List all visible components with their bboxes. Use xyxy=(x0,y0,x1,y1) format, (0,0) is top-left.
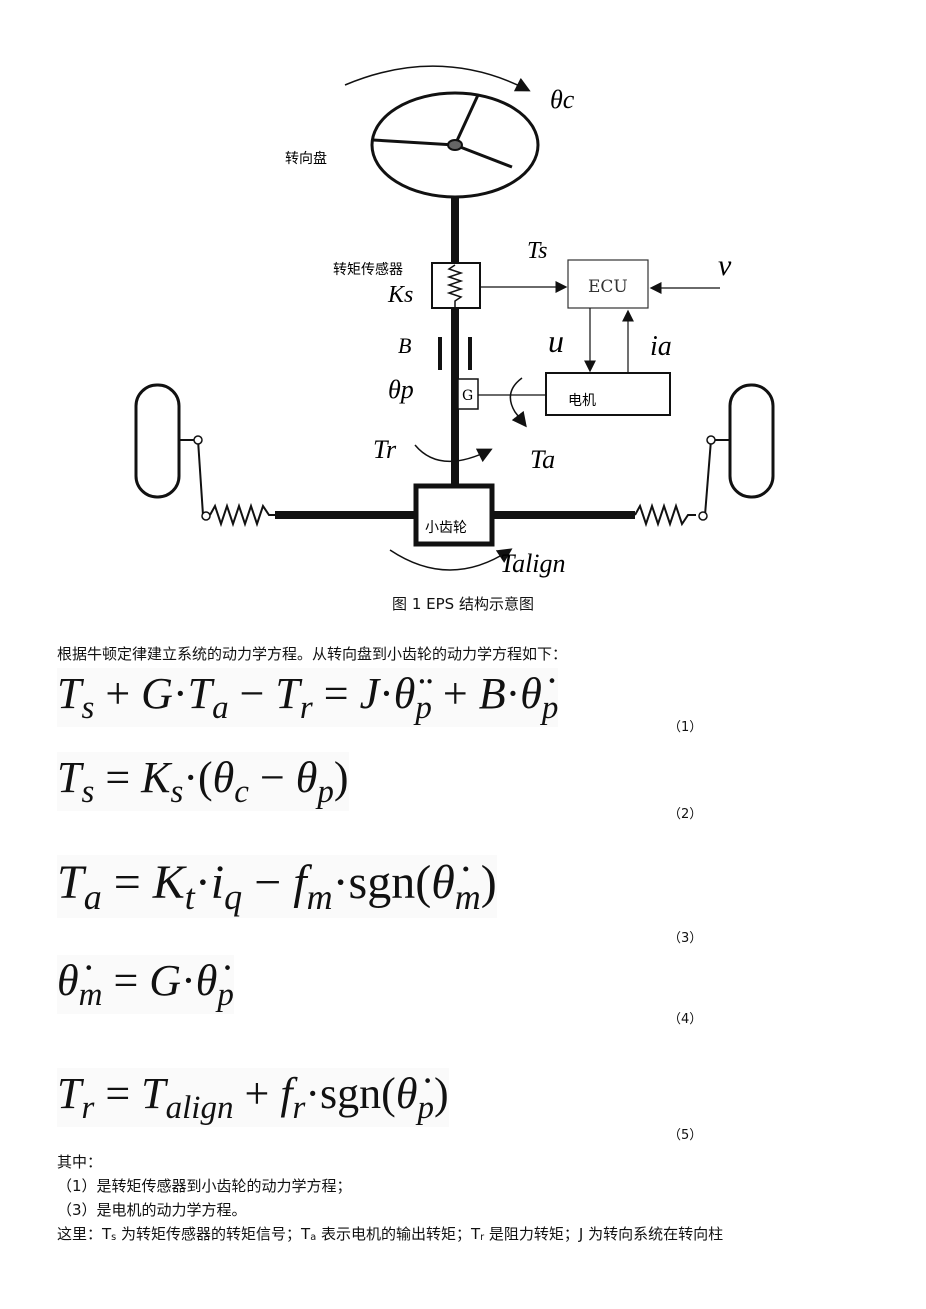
equation-4: θ̇m = G·θ̇p xyxy=(57,955,234,1014)
ta-rotation-arrow xyxy=(509,377,527,428)
equation-number-5: （5） xyxy=(668,1128,703,1143)
gear-box xyxy=(457,378,479,410)
equation-number-1: （1） xyxy=(668,720,703,735)
note-text: 是阻力转矩；J 为转向系统在转向柱 xyxy=(484,1225,724,1243)
label-v: v xyxy=(718,249,732,282)
equation-3: Ta = Kt·iq − fm·sgn(θ̇m) xyxy=(57,855,497,918)
label-b: B xyxy=(398,333,411,358)
note-line-2: （3）是电机的动力学方程。 xyxy=(57,1201,247,1219)
right-wheel xyxy=(698,383,775,521)
equation-number-3: （3） xyxy=(668,931,703,946)
label-ia: ia xyxy=(650,331,672,362)
label-tr: Tr xyxy=(373,435,397,464)
equation-2: Ts = Ks·(θc − θp) xyxy=(57,752,349,811)
torque-sensor-box xyxy=(431,262,481,309)
note-text: 表示电机的输出转矩；T xyxy=(316,1225,481,1243)
pinion-box xyxy=(413,483,495,547)
label-ks: Ks xyxy=(387,282,413,308)
ecu-box xyxy=(567,259,649,309)
theta-c-rotation-arrow xyxy=(344,65,531,92)
label-ecu: ECU xyxy=(588,277,628,297)
equation-1: Ts + G·Ta − Tr = J·θ̈p + B·θ̇p xyxy=(57,668,559,727)
note-text: 为转矩传感器的转矩信号；T xyxy=(116,1225,311,1243)
figure-caption: 图 1 EPS 结构示意图 xyxy=(392,595,534,613)
label-u: u xyxy=(548,323,564,359)
motor-box xyxy=(545,372,671,416)
note-text: 这里：T xyxy=(57,1225,112,1243)
label-ts: Ts xyxy=(527,238,547,264)
label-theta-p: θp xyxy=(388,375,414,404)
intro-text: 根据牛顿定律建立系统的动力学方程。从转向盘到小齿轮的动力学方程如下： xyxy=(57,645,568,663)
note-line-3: 这里：Ts 为转矩传感器的转矩信号；Ta 表示电机的输出转矩；Tr 是阻力转矩；… xyxy=(57,1223,723,1244)
label-steering-wheel: 转向盘 xyxy=(285,150,327,167)
subscript: r xyxy=(480,1231,485,1243)
label-torque-sensor: 转矩传感器 xyxy=(333,261,403,278)
equation-number-4: （4） xyxy=(668,1012,703,1027)
note-line-1: （1）是转矩传感器到小齿轮的动力学方程； xyxy=(57,1177,352,1195)
label-pinion: 小齿轮 xyxy=(425,520,467,536)
steering-wheel xyxy=(370,91,540,199)
equation-5: Tr = Talign + fr·sgn(θ̇p) xyxy=(57,1068,449,1127)
left-wheel xyxy=(134,383,211,521)
steering-shaft xyxy=(451,196,459,486)
label-theta-c: θc xyxy=(550,85,575,114)
left-spring xyxy=(209,502,279,528)
subscript: a xyxy=(310,1231,317,1243)
label-motor: 电机 xyxy=(568,393,596,409)
label-talign: Talign xyxy=(500,549,566,578)
talign-rotation-arrow xyxy=(389,548,513,571)
tr-rotation-arrow xyxy=(414,444,493,463)
right-spring xyxy=(634,502,696,528)
label-ta: Ta xyxy=(530,445,555,474)
equation-number-2: （2） xyxy=(668,807,703,822)
eps-structure-diagram: θc 转向盘 转矩传感器 Ks Ts ECU v u ia B θp G 电机 … xyxy=(134,65,775,578)
subscript: s xyxy=(111,1231,117,1243)
notes-heading: 其中： xyxy=(57,1153,103,1171)
spring-icon xyxy=(446,264,464,307)
label-gear: G xyxy=(462,388,473,404)
